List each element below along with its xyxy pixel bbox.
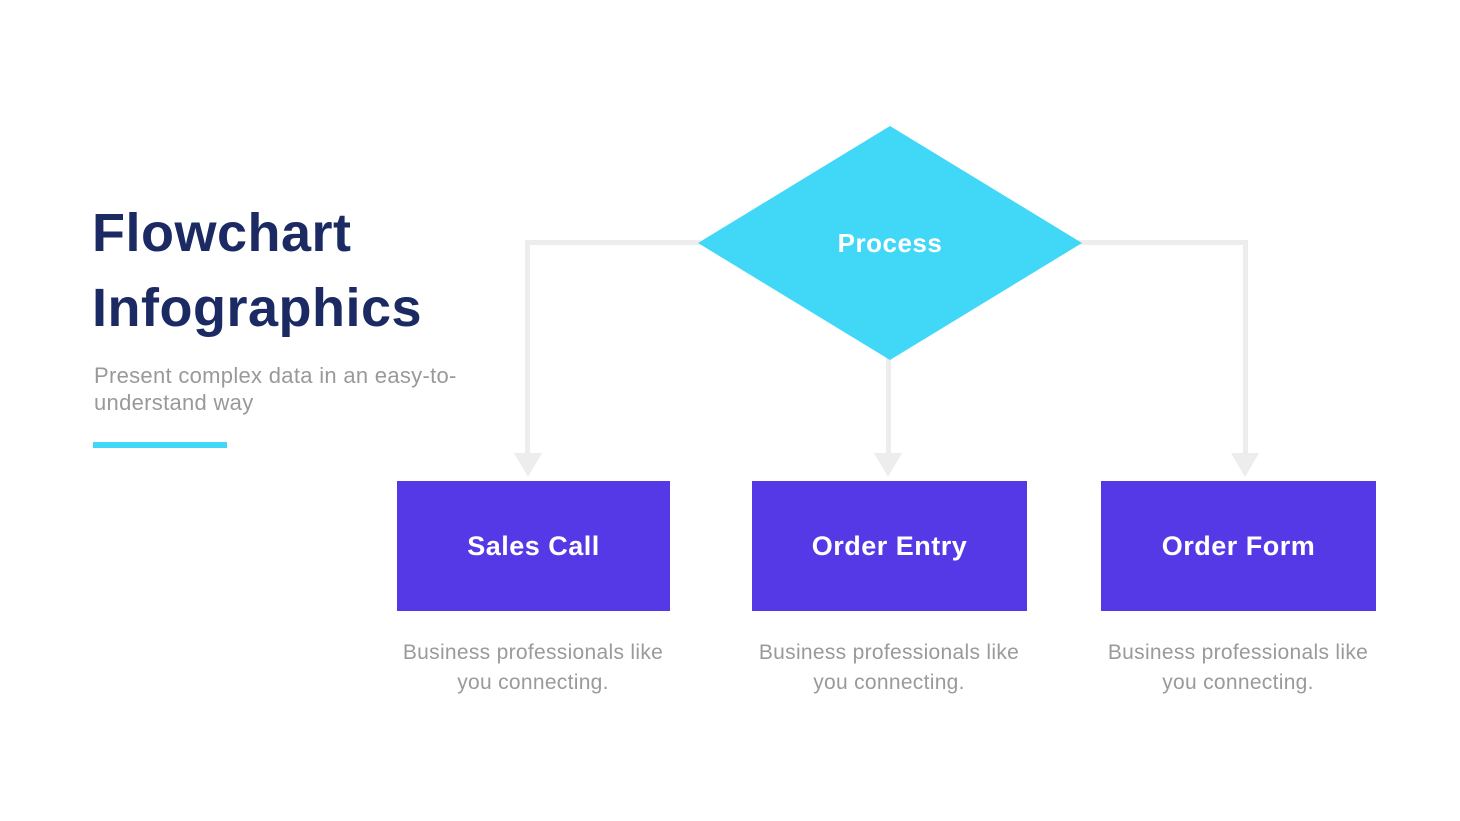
connector-vertical-left (525, 240, 530, 454)
arrow-down-icon (514, 453, 542, 477)
page-subtitle: Present complex data in an easy-to-under… (94, 363, 457, 415)
flowchart-node-order-form: Order Form (1101, 481, 1376, 611)
flowchart-node-process: Process (698, 126, 1082, 360)
flowchart-node-label: Order Entry (811, 530, 968, 561)
connector-vertical-right (1243, 240, 1248, 454)
node-caption: Business professionals like you connecti… (758, 641, 1020, 694)
flowchart-node-order-entry: Order Entry (752, 481, 1027, 611)
connector-horizontal-right (1078, 240, 1246, 245)
flowchart-node-sales-call: Sales Call (397, 481, 670, 611)
flowchart-node-label: Process (837, 227, 943, 258)
flowchart-node-label: Sales Call (467, 530, 600, 561)
connector-horizontal-left (525, 240, 701, 245)
node-caption: Business professionals like you connecti… (1107, 641, 1369, 694)
arrow-down-icon (1231, 453, 1259, 477)
arrow-down-icon (874, 453, 902, 477)
flowchart-node-label: Order Form (1161, 530, 1316, 561)
accent-underline (93, 442, 227, 448)
connector-vertical-middle (886, 352, 891, 454)
page-title: Flowchart Infographics (92, 203, 423, 338)
node-caption: Business professionals like you connecti… (402, 641, 664, 694)
